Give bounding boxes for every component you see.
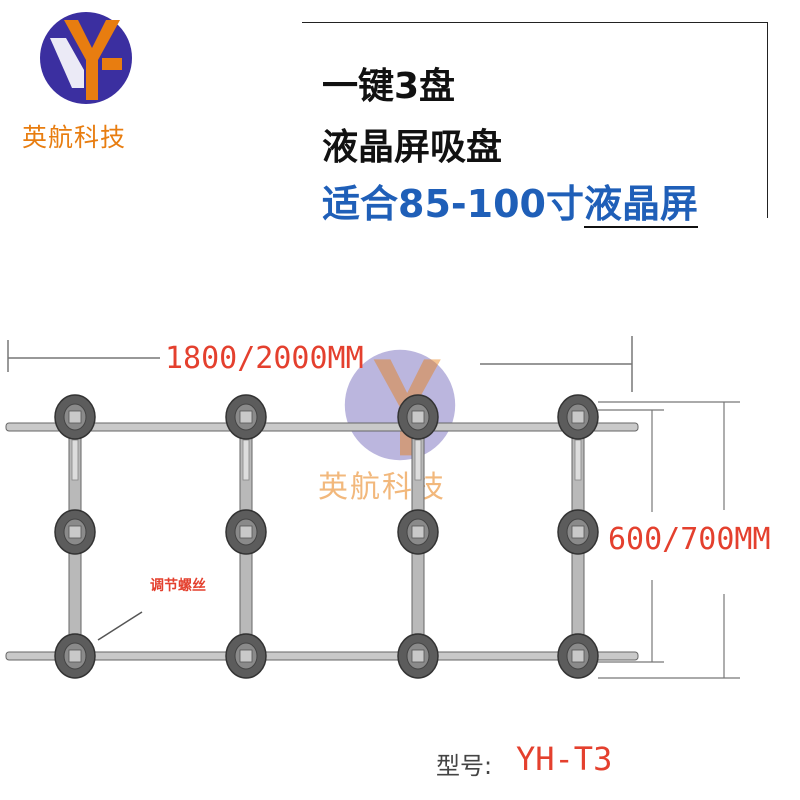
adjust-slot <box>242 439 250 481</box>
headline-size-text: 适合85-100寸 <box>322 182 584 226</box>
suction-cup <box>397 633 439 679</box>
width-dimension <box>7 336 633 392</box>
suction-cup <box>225 509 267 555</box>
callout-leader-line <box>97 611 143 641</box>
suction-cup <box>557 509 599 555</box>
suction-cup <box>397 509 439 555</box>
model-value: YH-T3 <box>516 740 613 778</box>
rails <box>5 422 639 661</box>
cup-column <box>225 394 267 679</box>
suction-cup <box>557 394 599 440</box>
headline-lcd-text: 液晶屏 <box>583 182 698 228</box>
cup-column <box>54 394 96 679</box>
suction-cup <box>54 394 96 440</box>
suction-cup <box>225 633 267 679</box>
cup-column <box>557 394 599 679</box>
suction-frame-diagram <box>5 336 740 679</box>
height-dimension <box>598 401 740 679</box>
headline-line-3: 适合85-100寸液晶屏 <box>322 173 698 228</box>
brand-name: 英航科技 <box>22 123 127 152</box>
adjust-slot <box>574 439 582 481</box>
suction-cup <box>397 394 439 440</box>
logo-mark-icon <box>40 12 132 104</box>
suction-cup <box>54 509 96 555</box>
suction-cup <box>225 394 267 440</box>
cup-columns <box>54 394 599 679</box>
adjust-slot <box>414 439 422 481</box>
adjust-screw-label: 调节螺丝 <box>150 578 206 594</box>
cup-column <box>397 394 439 679</box>
adjust-slot <box>71 439 79 481</box>
suction-cup <box>54 633 96 679</box>
suction-cup <box>557 633 599 679</box>
headline-line-2: 液晶屏吸盘 <box>322 127 503 168</box>
brand-logo: 英航科技 <box>22 8 152 152</box>
model-label: 型号: <box>436 752 493 780</box>
headline-line-1: 一键3盘 <box>322 66 456 107</box>
height-label: 600/700MM <box>608 522 771 557</box>
width-label: 1800/2000MM <box>165 341 364 376</box>
headline-box: 一键3盘 液晶屏吸盘 适合85-100寸液晶屏 <box>302 22 768 228</box>
